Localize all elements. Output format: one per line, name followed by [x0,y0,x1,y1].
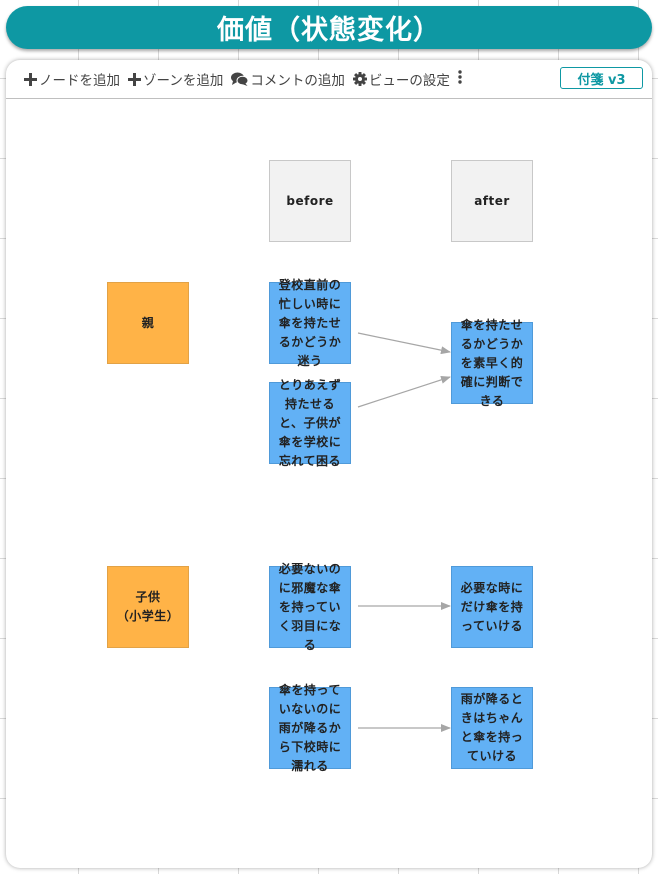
note-child-before-2[interactable]: 傘を持っていないのに雨が降るから下校時に濡れる [269,683,351,773]
actor-node-parent[interactable]: 親 [107,282,189,364]
title-bar: 価値（状態変化） [6,6,652,49]
comments-icon [231,72,249,86]
add-zone-button[interactable]: ゾーンを追加 [128,69,223,89]
gear-icon [352,72,367,86]
page-title: 価値（状態変化） [217,15,441,46]
note-child-before-1[interactable]: 必要ないのに邪魔な傘を持っていく羽目になる [269,562,351,652]
more-menu-button[interactable] [458,70,462,88]
view-settings-label: ビューの設定 [368,73,450,89]
toolbar: ノードを追加 ゾーンを追加 コメントの追加 [6,60,652,99]
column-header-after[interactable]: after [451,160,533,242]
add-zone-label: ゾーンを追加 [143,73,224,89]
plus-icon [24,72,37,86]
column-header-before[interactable]: before [269,160,351,242]
note-child-after-1[interactable]: 必要な時にだけ傘を持っていける [451,566,533,648]
note-parent-after-1[interactable]: 傘を持たせるかどうかを素早く的確に判断できる [451,318,533,408]
plus-icon [128,72,141,86]
actor-node-child[interactable]: 子供 （小学生） [107,566,189,648]
note-parent-before-1[interactable]: 登校直前の忙しい時に傘を持たせるかどうか迷う [269,278,351,368]
add-comment-button[interactable]: コメントの追加 [231,69,345,89]
version-badge[interactable]: 付箋 v3 [560,67,643,89]
kebab-menu-icon [458,70,462,88]
add-node-button[interactable]: ノードを追加 [24,69,120,89]
view-settings-button[interactable]: ビューの設定 [352,69,450,89]
note-child-after-2[interactable]: 雨が降るときはちゃんと傘を持っていける [451,687,533,769]
note-parent-before-2[interactable]: とりあえず持たせると、子供が傘を学校に忘れて困る [269,378,351,468]
add-node-label: ノードを追加 [39,73,120,89]
add-comment-label: コメントの追加 [250,73,345,89]
